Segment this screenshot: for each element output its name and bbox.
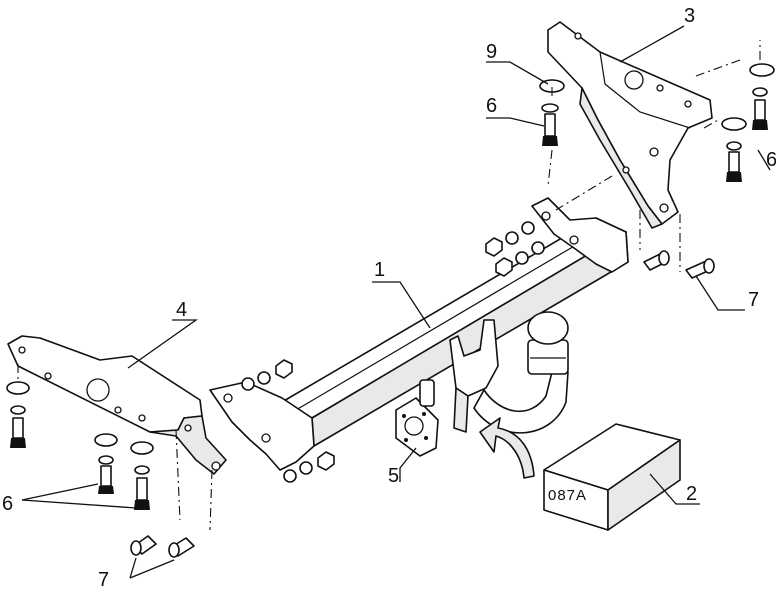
callout-7-right: 7 xyxy=(748,289,759,311)
loose-bolts xyxy=(130,250,715,558)
socket-plate xyxy=(395,379,439,457)
tow-ball xyxy=(473,311,569,434)
callout-6-left: 6 xyxy=(2,493,13,515)
callout-9: 9 xyxy=(486,41,497,63)
callout-6-top: 6 xyxy=(486,95,497,117)
assembly-arrow xyxy=(479,417,535,479)
right-bracket xyxy=(547,21,713,229)
nuts-right xyxy=(485,221,545,277)
leader-lines xyxy=(21,25,771,579)
electrical-box: 087A xyxy=(543,423,681,531)
left-bracket xyxy=(7,335,227,475)
callout-1: 1 xyxy=(374,259,385,281)
callout-4: 4 xyxy=(176,299,187,321)
callout-6-right: 6 xyxy=(766,149,776,171)
main-crossbar xyxy=(209,197,629,471)
box-label: 087A xyxy=(548,487,587,504)
nuts-left xyxy=(241,359,335,483)
callout-7-left: 7 xyxy=(98,569,109,591)
bolt-stack-left xyxy=(6,381,154,510)
callout-2: 2 xyxy=(686,483,697,505)
callout-5: 5 xyxy=(388,465,399,487)
alignment-lines xyxy=(17,40,761,531)
bolt-stack-right xyxy=(721,63,775,182)
callout-3: 3 xyxy=(684,5,695,27)
